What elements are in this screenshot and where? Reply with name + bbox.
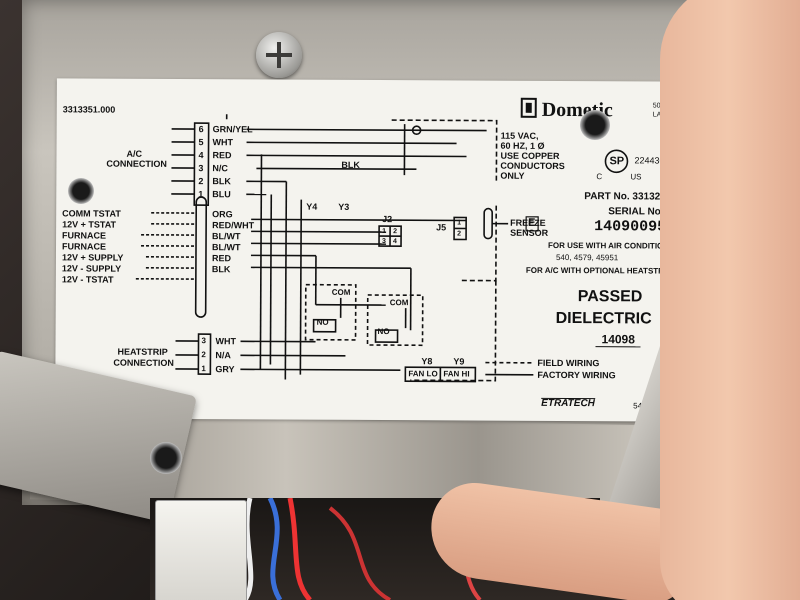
tstat-furnace-2: FURNACE <box>61 241 107 252</box>
relay-y9: Y9 <box>453 356 465 367</box>
heat-wire-na: N/A <box>215 350 231 361</box>
ac-pin-5: 5 <box>198 137 204 148</box>
tstat-wire-bl-wt-1: BL/WT <box>212 231 241 242</box>
tstat-12v-minus-tstat: 12V - TSTAT <box>61 274 114 285</box>
j2-pin-4: 4 <box>393 238 397 246</box>
models-text: 540, 4579, 45951 <box>555 252 619 263</box>
passed-text: PASSED <box>577 288 643 306</box>
relay1-com: COM <box>331 287 351 297</box>
heat-wire-wht: WHT <box>215 336 237 347</box>
tstat-12v-plus: 12V + TSTAT <box>62 219 117 230</box>
phillips-screw-icon <box>256 32 302 78</box>
power-spec-2: 60 HZ, 1 Ø <box>500 140 545 151</box>
wire-grn-yel: GRN/YEL <box>212 124 253 135</box>
j5-pin-2: 2 <box>457 230 462 238</box>
factory-wiring-legend: FACTORY WIRING <box>537 369 616 381</box>
relay2-com: COM <box>389 298 409 308</box>
power-spec-1: 115 VAC, <box>500 130 539 141</box>
blk-wire-label: BLK <box>341 159 360 170</box>
relay-y8: Y8 <box>421 356 433 367</box>
fan-hi: FAN HI <box>443 369 470 379</box>
heat-pin-3: 3 <box>201 336 206 346</box>
ac-connection-line2: CONNECTION <box>106 158 167 169</box>
heatstrip-line2: CONNECTION <box>113 357 174 368</box>
for-use-text: FOR USE WITH AIR CONDITIONE <box>548 240 675 251</box>
tstat-wire-blk: BLK <box>211 264 231 275</box>
optional-heatstrip: FOR A/C WITH OPTIONAL HEATSTR <box>525 265 664 276</box>
fan-lo: FAN LO <box>408 369 438 379</box>
csa-us: US <box>630 172 642 182</box>
serial-e: E <box>528 216 536 229</box>
tstat-12v-minus-supply: 12V - SUPPLY <box>61 263 122 274</box>
heat-wire-gry: GRY <box>215 364 235 375</box>
tstat-wire-bl-wt-2: BL/WT <box>211 242 241 253</box>
relay1-no: NO <box>316 317 329 327</box>
tstat-wire-red: RED <box>211 253 231 264</box>
wire-red: RED <box>212 150 232 161</box>
dielectric-number: 14098 <box>595 332 641 348</box>
tstat-furnace-1: FURNACE <box>62 230 107 241</box>
heat-pin-1: 1 <box>201 364 206 374</box>
etratech-logo: ETRATECH <box>541 397 595 410</box>
relay2-no: NO <box>377 327 390 337</box>
ac-pin-2: 2 <box>198 176 204 187</box>
wiring-diagram-label: 3313351.000 Dometic 509 S. PO LAGRANG A/… <box>55 78 691 422</box>
j5-pin-1: 1 <box>457 219 462 227</box>
tstat-wire-red-wht: RED/WHT <box>212 220 255 231</box>
ac-connection-line1: A/C <box>126 148 143 159</box>
ac-pin-4: 4 <box>198 150 204 161</box>
serial-label: SERIAL No. <box>608 206 664 218</box>
ac-pin-1: 1 <box>198 189 204 200</box>
mounting-hole-left <box>68 178 94 204</box>
tstat-wire-org: ORG <box>212 209 233 220</box>
csa-c: C <box>596 172 603 182</box>
white-wire-connector <box>155 500 247 600</box>
tstat-comm: COMM TSTAT <box>62 208 121 219</box>
power-spec-3: USE COPPER <box>500 150 560 161</box>
hand <box>660 0 800 600</box>
wire-blk: BLK <box>212 176 231 187</box>
wiring-diagram <box>135 97 629 383</box>
j2-pin-2: 2 <box>393 228 398 236</box>
dielectric-text: DIELECTRIC <box>555 309 652 328</box>
serial-number: 14090095 <box>594 218 667 236</box>
csa-mark: SP <box>609 155 625 168</box>
relay-y3: Y3 <box>338 201 350 212</box>
j2-pin-1: 1 <box>382 228 387 236</box>
j5-label: J5 <box>436 222 447 233</box>
j2-label: J2 <box>382 214 393 225</box>
doc-number: 3313351.000 <box>62 104 116 115</box>
j2-pin-3: 3 <box>382 238 386 246</box>
heatstrip-line1: HEATSTRIP <box>117 346 168 357</box>
ac-pin-3: 3 <box>198 163 204 174</box>
relay-y4: Y4 <box>306 201 318 212</box>
mounting-hole-right <box>580 110 610 140</box>
wire-wht: WHT <box>212 137 234 148</box>
bracket-hole <box>150 442 182 474</box>
tstat-12v-supply: 12V + SUPPLY <box>61 252 124 263</box>
field-wiring-legend: FIELD WIRING <box>537 357 600 369</box>
wire-blu: BLU <box>212 189 231 200</box>
wire-nc: N/C <box>212 163 228 174</box>
freeze-sensor-2: SENSOR <box>510 227 549 238</box>
heat-pin-2: 2 <box>201 350 206 360</box>
power-spec-4: CONDUCTORS <box>500 160 565 172</box>
power-spec-5: ONLY <box>500 170 525 181</box>
ac-pin-6: 6 <box>198 124 204 135</box>
